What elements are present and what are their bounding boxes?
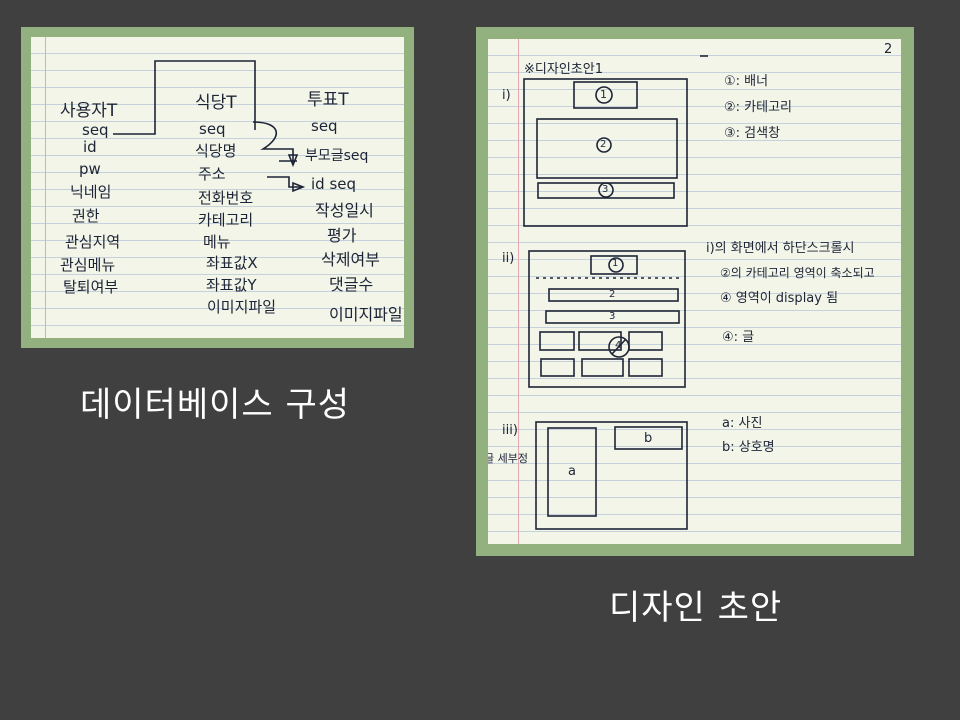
wireframe-sketches — [523, 55, 708, 530]
section-2-label: ii) — [502, 251, 515, 266]
restaurant-field-3: 주소 — [198, 165, 226, 183]
user-field-7: 관심메뉴 — [60, 256, 116, 274]
user-field-6: 관심지역 — [65, 233, 121, 251]
section-3-label: iii) — [502, 423, 518, 438]
restaurant-field-2: 식당명 — [195, 142, 237, 160]
review-table-title: 투표T — [307, 90, 349, 110]
review-field-5: 평가 — [327, 226, 357, 245]
section-1-label: i) — [502, 88, 511, 103]
sketch-section-1 — [523, 78, 688, 227]
user-field-1: seq — [82, 121, 109, 139]
restaurant-table-title: 식당T — [195, 93, 237, 113]
section-3-side-note: 글 세부정 — [488, 452, 528, 465]
design-photo-frame: ※디자인초안1 2 i) 1 2 3 ①: 배너 ②: 카테고리 ③: 검색창 … — [476, 27, 914, 556]
database-photo-frame: 사용자T seq id pw 닉네임 권한 관심지역 관심메뉴 탈퇴여부 식당T… — [21, 27, 414, 348]
section-1-note-1: ①: 배너 — [724, 74, 769, 89]
section-3-box-a-label: a — [568, 464, 576, 479]
review-field-4: 작성일시 — [315, 201, 374, 220]
section-2-box-3-label: 3 — [609, 311, 616, 322]
review-field-2: 부모글seq — [305, 148, 369, 164]
section-3-box-b-label: b — [644, 431, 653, 446]
design-note-paper: ※디자인초안1 2 i) 1 2 3 ①: 배너 ②: 카테고리 ③: 검색창 … — [488, 39, 901, 544]
section-1-box-2-label: 2 — [600, 139, 607, 150]
user-table-title: 사용자T — [60, 101, 118, 121]
design-caption: 디자인 초안 — [609, 588, 783, 628]
page-mark: 2 — [884, 42, 893, 57]
section-1-box-1-label: 1 — [600, 88, 607, 101]
section-1-box-3-label: 3 — [602, 184, 609, 195]
review-field-7: 댓글수 — [329, 275, 374, 294]
section-2-note-2: ②의 카테고리 영역이 축소되고 — [720, 266, 875, 280]
database-caption: 데이터베이스 구성 — [80, 385, 351, 425]
restaurant-field-7: 좌표값X — [206, 254, 258, 272]
restaurant-field-4: 전화번호 — [198, 189, 254, 207]
review-field-8: 이미지파일 — [329, 305, 403, 324]
relation-lines — [113, 60, 306, 193]
restaurant-field-5: 카테고리 — [198, 211, 254, 229]
section-3-note-1: a: 사진 — [722, 416, 763, 431]
section-2-note-3: ④ 영역이 display 됨 — [720, 291, 839, 306]
restaurant-field-9: 이미지파일 — [207, 298, 277, 316]
review-field-3: id seq — [311, 175, 357, 193]
section-2-box-4-label: 4 — [615, 340, 622, 351]
section-2-box-2-label: 2 — [609, 289, 616, 300]
user-field-5: 권한 — [72, 207, 100, 225]
user-field-8: 탈퇴여부 — [63, 278, 119, 296]
section-3-note-2: b: 상호명 — [722, 440, 775, 455]
user-field-4: 닉네임 — [70, 183, 112, 201]
database-note-paper: 사용자T seq id pw 닉네임 권한 관심지역 관심메뉴 탈퇴여부 식당T… — [31, 37, 404, 338]
section-1-note-2: ②: 카테고리 — [724, 100, 793, 115]
restaurant-field-8: 좌표값Y — [206, 276, 257, 294]
sketch-section-2 — [528, 250, 686, 388]
restaurant-field-6: 메뉴 — [203, 233, 231, 251]
restaurant-field-1: seq — [199, 120, 226, 138]
sketch-section-3 — [535, 421, 688, 530]
section-1-note-3: ③: 검색창 — [724, 126, 781, 141]
review-field-6: 삭제여부 — [321, 250, 380, 269]
user-field-3: pw — [79, 160, 101, 178]
section-2-note-4: ④: 글 — [722, 330, 755, 345]
review-field-1: seq — [311, 117, 338, 135]
section-2-box-1-label: 1 — [612, 258, 619, 269]
user-field-2: id — [83, 138, 97, 156]
design-heading: ※디자인초안1 — [524, 62, 603, 77]
section-2-note-1: i)의 화면에서 하단스크롤시 — [706, 241, 855, 256]
